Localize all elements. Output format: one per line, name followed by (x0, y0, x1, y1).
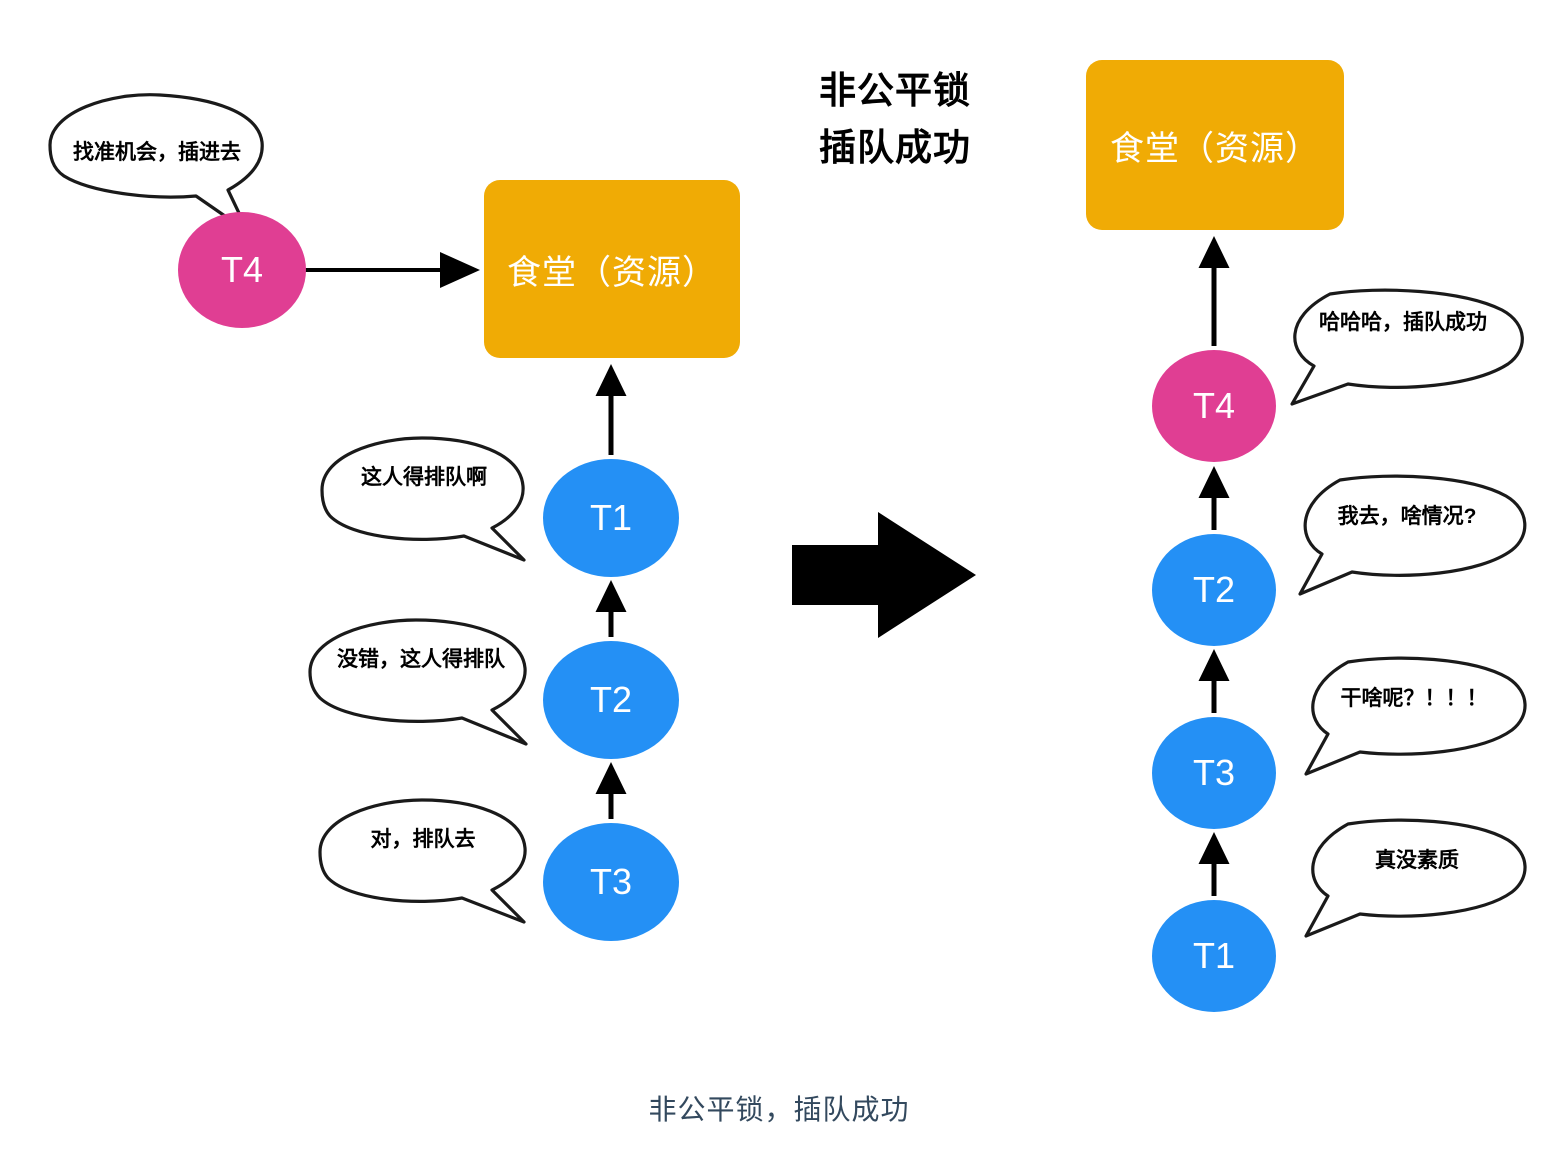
thread-node-right-t2[interactable]: T2 (1152, 534, 1276, 646)
thread-node-right-t4[interactable]: T4 (1152, 350, 1276, 462)
bubble-text-right-t2: 我去，啥情况? (1337, 505, 1477, 528)
thread-node-left-t4[interactable]: T4 (178, 212, 306, 328)
thread-node-right-t3[interactable]: T3 (1152, 717, 1276, 829)
bubble-shape-left-t3 (318, 798, 527, 924)
thread-node-left-t1[interactable]: T1 (543, 459, 679, 577)
bubble-shape-left-t1 (320, 436, 526, 562)
resource-box-right[interactable]: 食堂（资源） (1086, 60, 1344, 230)
title-line-1: 非公平锁 (819, 70, 971, 111)
diagram-caption: 非公平锁，插队成功 (648, 1094, 910, 1125)
bubble-shape-left-t2 (308, 618, 528, 746)
resource-box-left[interactable]: 食堂（资源） (484, 180, 740, 358)
thread-node-left-t2[interactable]: T2 (543, 641, 679, 759)
title-line-2: 插队成功 (819, 127, 971, 169)
bubble-text-left-t3: 对，排队去 (370, 828, 476, 851)
bubble-shape-right-t3 (1304, 656, 1527, 776)
diagram-title: 非公平锁 插队成功 (760, 62, 1030, 177)
bubble-shape-right-t1 (1304, 818, 1527, 938)
bubble-text-left-t1: 这人得排队啊 (361, 466, 487, 489)
bubble-text-left-t2: 没错，这人得排队 (337, 648, 505, 671)
bubble-text-left-t4: 找准机会，插进去 (73, 141, 241, 164)
bubble-text-right-t1: 真没素质 (1375, 849, 1459, 872)
bubble-text-right-t4: 哈哈哈，插队成功 (1319, 311, 1487, 334)
bubble-text-right-t3: 干啥呢？！！！ (1340, 687, 1488, 710)
thread-node-left-t3[interactable]: T3 (543, 823, 679, 941)
thread-node-right-t1[interactable]: T1 (1152, 900, 1276, 1012)
bubble-shape-right-t2 (1298, 474, 1527, 596)
transition-block-arrow-icon (792, 512, 976, 638)
